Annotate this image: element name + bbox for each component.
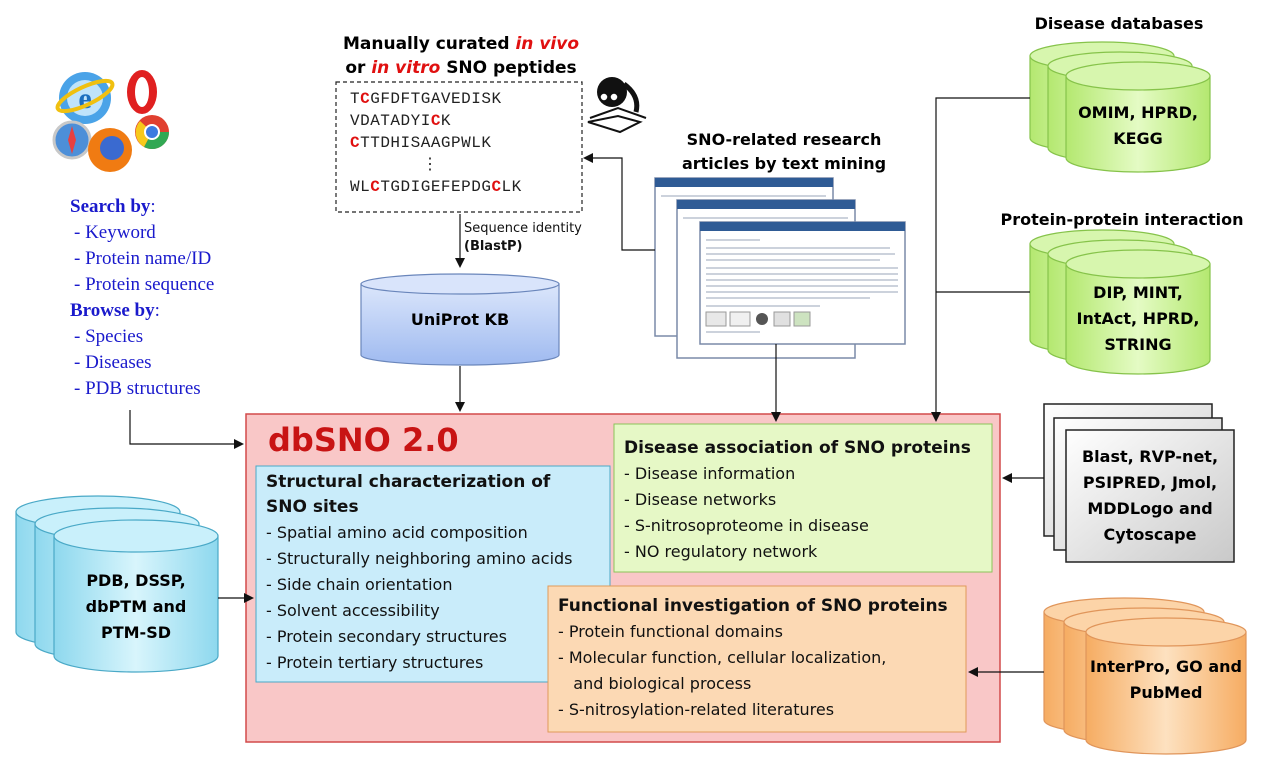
- interpro-db-label: InterPro, GO and PubMed: [1090, 657, 1242, 702]
- sno-cysteine: C: [350, 134, 361, 152]
- functional-item: - Protein functional domains: [558, 622, 783, 641]
- peptide-residues: VDATADYI: [350, 112, 431, 130]
- search-by-item: - Protein name/ID: [74, 248, 212, 269]
- sno-cysteine: C: [430, 112, 441, 130]
- sno-cysteine: C: [360, 90, 371, 108]
- disease-assoc-panel: Disease association of SNO proteins - Di…: [624, 436, 990, 565]
- browse-by-heading: Browse by:: [70, 300, 160, 321]
- disease-assoc-item: - Disease information: [624, 464, 796, 483]
- search-by-heading: Search by:: [70, 196, 156, 217]
- peptide-residues: TGDIGEFEPDG: [380, 178, 492, 196]
- browse-by-list: - Species - Diseases - PDB structures: [70, 324, 270, 402]
- sno-cysteine: C: [370, 178, 381, 196]
- browser-logos-icon: e: [52, 70, 169, 172]
- structural-item: - Protein secondary structures: [266, 627, 507, 646]
- structural-title: Structural characterization of SNO sites: [266, 472, 551, 517]
- peptide-row: TCGFDFTGAVEDISK: [350, 88, 576, 110]
- peptide-row: VDATADYICK: [350, 110, 576, 132]
- pubmed-screenshot-icon: [654, 177, 906, 359]
- disease-assoc-item: - NO regulatory network: [624, 542, 818, 561]
- disease-db-label: OMIM, HPRD, KEGG: [1078, 103, 1198, 148]
- uniprot-label: UniProt KB: [410, 310, 510, 329]
- structural-item: - Spatial amino acid composition: [266, 523, 528, 542]
- disease-db-cylinders: [1029, 41, 1211, 173]
- functional-panel-bg: [547, 585, 967, 733]
- sno-cysteine: C: [491, 178, 502, 196]
- peptide-residues: ⋮: [422, 156, 439, 174]
- text-mining-label: SNO-related research articles by text mi…: [681, 130, 887, 173]
- disease-assoc-item: - Disease networks: [624, 490, 777, 509]
- tools-label: Blast, RVP-net, PSIPRED, Jmol, MDDLogo a…: [1081, 447, 1219, 544]
- reading-person-icon: [587, 77, 647, 134]
- peptide-residues: LK: [501, 178, 522, 196]
- peptide-row: ⋮: [350, 154, 576, 176]
- functional-item: and biological process: [558, 674, 752, 693]
- main-title: dbSNO 2.0: [268, 421, 459, 459]
- uniprot-cylinder: [360, 273, 560, 366]
- functional-title: Functional investigation of SNO proteins: [558, 596, 948, 616]
- search-by-list: - Keyword - Protein name/ID - Protein sequ…: [70, 220, 270, 298]
- disease-panel-bg: [613, 423, 993, 573]
- peptide-row: CTTDHISAAGPWLK: [350, 132, 576, 154]
- functional-item: - S-nitrosylation-related literatures: [558, 700, 835, 719]
- functional-list: - Protein functional domains - Molecular …: [558, 619, 964, 723]
- structural-item: - Side chain orientation: [266, 575, 453, 594]
- peptide-residues: TTDHISAAGPWLK: [360, 134, 492, 152]
- ppi-db-label: DIP, MINT, IntAct, HPRD, STRING: [1076, 283, 1200, 354]
- structural-item: - Protein tertiary structures: [266, 653, 484, 672]
- structural-list: - Spatial amino acid composition - Struct…: [266, 520, 606, 676]
- pdb-db-cylinders: [15, 495, 219, 673]
- search-by-item: - Keyword: [74, 222, 156, 243]
- disease-assoc-item: - S-nitrosoproteome in disease: [624, 516, 869, 535]
- browse-by-item: - Species: [74, 326, 144, 347]
- curated-peptides-title: Manually curated in vivo or in vitro SNO…: [342, 34, 580, 78]
- sequence-identity-label: Sequence identity (BlastP): [464, 221, 582, 254]
- ppi-db-heading: Protein-protein interaction: [1000, 210, 1244, 229]
- peptide-residues: K: [440, 112, 452, 130]
- tools-stack: [1043, 403, 1235, 563]
- ppi-db-cylinders: [1029, 229, 1211, 375]
- disease-db-heading: Disease databases: [1034, 14, 1204, 33]
- connectors: [129, 97, 1044, 677]
- disease-assoc-title: Disease association of SNO proteins: [624, 438, 971, 458]
- search-by-item: - Protein sequence: [74, 274, 215, 295]
- peptide-box: [335, 81, 583, 213]
- interpro-db-cylinders: [1043, 597, 1247, 755]
- pdb-db-label: PDB, DSSP, dbPTM and PTM-SD: [85, 571, 187, 642]
- structural-item: - Structurally neighboring amino acids: [266, 549, 573, 568]
- structural-item: - Solvent accessibility: [266, 601, 440, 620]
- search-browse-panel: Search by: - Keyword - Protein name/ID - P…: [70, 194, 270, 402]
- peptide-residues: GFDFTGAVEDISK: [370, 90, 502, 108]
- functional-item: - Molecular function, cellular localizat…: [558, 648, 887, 667]
- structural-panel: Structural characterization of SNO sites…: [266, 470, 606, 676]
- functional-panel: Functional investigation of SNO proteins…: [558, 594, 964, 723]
- peptide-residues: WL: [350, 178, 371, 196]
- peptide-residues: T: [350, 90, 361, 108]
- disease-assoc-list: - Disease information - Disease networks -…: [624, 461, 990, 565]
- browse-by-item: - Diseases: [74, 352, 152, 373]
- peptide-row: WLCTGDIGEFEPDGCLK: [350, 176, 576, 198]
- structural-panel-bg: [255, 465, 611, 683]
- browse-by-item: - PDB structures: [74, 378, 201, 399]
